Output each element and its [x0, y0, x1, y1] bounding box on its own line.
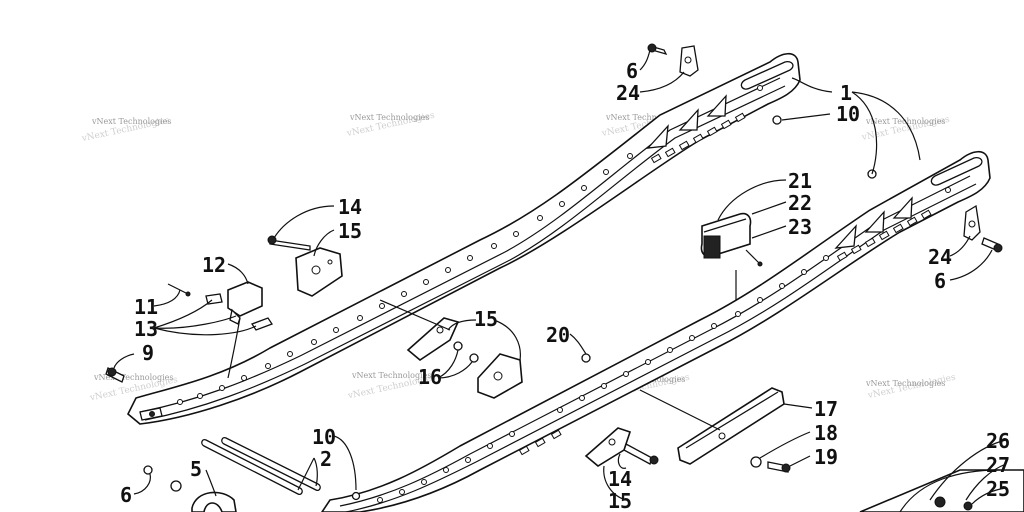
callout-11: 11	[134, 295, 158, 319]
callout-6-right: 6	[934, 269, 946, 293]
callout-6-top: 6	[626, 59, 638, 83]
callout-24-top: 24	[616, 81, 640, 105]
callout-12: 12	[202, 253, 226, 277]
callout-9: 9	[142, 341, 154, 365]
callout-18: 18	[814, 421, 838, 445]
watermark-6-front: vNext Technologies	[351, 371, 431, 380]
callout-labels: 6 24 1 10 21 22 23 24 6 14 15 12 11 13 9…	[120, 59, 1010, 512]
callout-15-middle: 15	[474, 307, 498, 331]
callout-16: 16	[418, 365, 442, 389]
watermark-1-front: vNext Technologies	[91, 117, 171, 126]
callout-15-upper: 15	[338, 219, 362, 243]
callout-25: 25	[986, 477, 1010, 501]
callout-20: 20	[546, 323, 570, 347]
callout-17: 17	[814, 397, 838, 421]
callout-26: 26	[986, 429, 1010, 453]
callout-14-lower: 14	[608, 467, 632, 491]
callout-24-right: 24	[928, 245, 952, 269]
watermark-8-front: vNext Technologies	[865, 379, 945, 388]
callout-15-lower: 15	[608, 489, 632, 512]
watermark-5-front: vNext Technologies	[93, 373, 173, 382]
watermark-3-front: vNext Technologies	[605, 113, 685, 122]
callout-1: 1	[840, 81, 852, 105]
callout-27: 27	[986, 453, 1010, 477]
watermark-2-front: vNext Technologies	[349, 113, 429, 122]
callout-10-top: 10	[836, 102, 860, 126]
slide-rail-left	[127, 52, 801, 425]
callout-5: 5	[190, 457, 202, 481]
callout-6-bottom: 6	[120, 483, 132, 507]
slide-rail-right	[321, 150, 991, 512]
callout-22: 22	[788, 191, 812, 215]
hardware-parts	[105, 43, 1024, 512]
callout-19: 19	[814, 445, 838, 469]
callout-2: 2	[320, 447, 332, 471]
callout-23: 23	[788, 215, 812, 239]
leader-lines	[113, 49, 1007, 505]
callout-10-lower: 10	[312, 425, 336, 449]
callout-14-upper: 14	[338, 195, 362, 219]
callout-13: 13	[134, 317, 158, 341]
callout-21: 21	[788, 169, 812, 193]
